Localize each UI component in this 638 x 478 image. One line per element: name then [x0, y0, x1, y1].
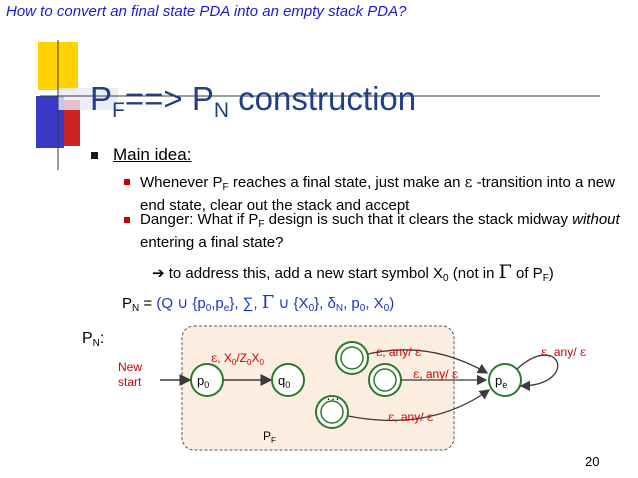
- bullet-square: [91, 152, 98, 159]
- new-start-label: New: [118, 360, 142, 374]
- arrow-icon: ➔: [152, 265, 165, 282]
- slide-question: How to convert an final state PDA into a…: [6, 3, 407, 20]
- transition-final-label: ε, any/ ε: [388, 410, 433, 424]
- transition-pe-loop: [516, 354, 559, 392]
- pf-region-label: PF: [263, 429, 276, 445]
- page-number: 20: [585, 454, 600, 469]
- bullet-danger: Danger: What if PF design is such that i…: [140, 211, 620, 251]
- transition-final-label: ε, any/ ε: [413, 367, 458, 381]
- fix-note: ➔ to address this, add a new start symbo…: [152, 261, 554, 285]
- transition-final-label: ε, any/ ε: [376, 345, 421, 359]
- pn-diagram-label: PN:: [82, 330, 105, 349]
- state-q0: [271, 363, 305, 397]
- final-state-3: [315, 395, 349, 429]
- state-pe: [488, 363, 522, 397]
- transition-loop-label: ε, any/ ε: [541, 345, 586, 359]
- pn-definition: PN = (Q ∪ {p0,pe}, ∑, Γ ∪ {X0}, δN, p0, …: [122, 292, 395, 314]
- main-idea-heading: Main idea:: [113, 145, 192, 164]
- new-start-label: start: [118, 375, 142, 389]
- state-q0-label: q0: [278, 373, 290, 390]
- state-pe-label: pe: [495, 373, 507, 390]
- bullet-final-state: Whenever PF reaches a final state, just …: [140, 173, 615, 214]
- pf-region: [181, 325, 455, 451]
- final-state-1: [335, 341, 369, 375]
- bullet-square: [124, 217, 130, 223]
- state-p0-label: p0: [197, 373, 209, 390]
- slide-title: PF==> PN construction: [90, 80, 417, 122]
- final-state-2: [368, 363, 402, 397]
- transition-start-label: ε, X0/Z0X0: [211, 351, 264, 367]
- transition-final-1-pe: [367, 349, 489, 374]
- transition-final-3-pe: [347, 389, 491, 422]
- ellipsis: …: [326, 387, 340, 403]
- bullet-square: [124, 179, 130, 185]
